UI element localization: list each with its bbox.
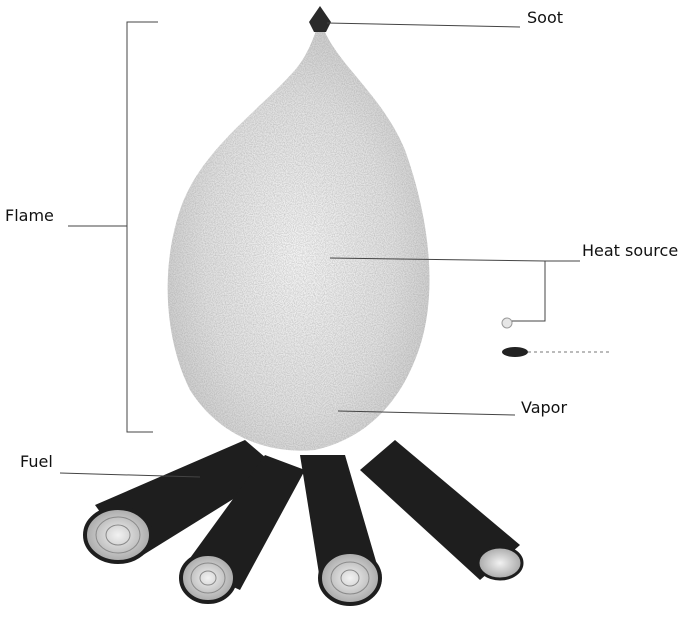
flame-label: Flame <box>5 206 54 226</box>
heat-source-bracket <box>512 261 545 321</box>
flame-shape <box>168 18 430 451</box>
vapor-label: Vapor <box>521 398 567 418</box>
fuel-label: Fuel <box>20 452 53 472</box>
flame-bracket <box>127 22 158 432</box>
heat-source-label: Heat source <box>582 241 700 261</box>
soot-leader <box>327 23 520 27</box>
fuel-logs <box>85 440 522 604</box>
heat-source-ember <box>502 318 612 357</box>
soot-label: Soot <box>527 8 563 28</box>
soot-tip <box>309 6 331 32</box>
